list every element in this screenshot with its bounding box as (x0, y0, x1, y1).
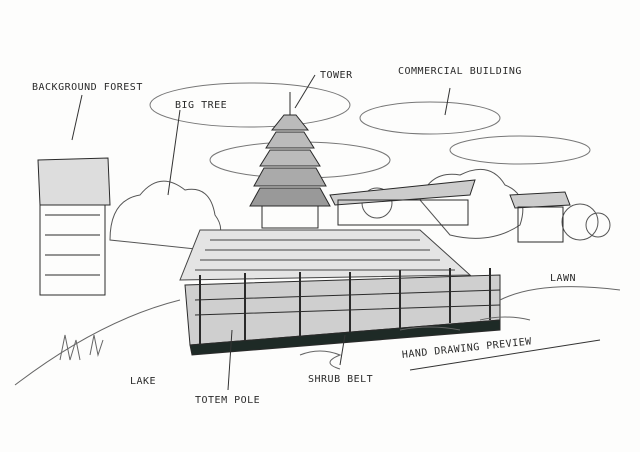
label-commercial-building: COMMERCIAL BUILDING (398, 66, 522, 77)
plaza-steps (179, 229, 472, 281)
left-building (37, 157, 111, 296)
totem-poles (199, 268, 491, 345)
label-tower: TOWER (320, 70, 353, 81)
label-lake: LAKE (130, 376, 157, 387)
label-big-tree: BIG TREE (175, 100, 228, 111)
label-shrub-belt: SHRUB BELT (308, 374, 374, 385)
label-background-forest: BACKGROUND FOREST (32, 82, 143, 93)
commercial-building (329, 179, 571, 243)
ground (14, 286, 621, 386)
annotation-arrows (71, 74, 601, 391)
label-lawn: LAWN (550, 273, 577, 284)
label-totem-pole: TOTEM POLE (195, 395, 261, 406)
pagoda-tower (249, 92, 331, 229)
deck (184, 268, 501, 356)
sky-swirls (149, 82, 591, 179)
